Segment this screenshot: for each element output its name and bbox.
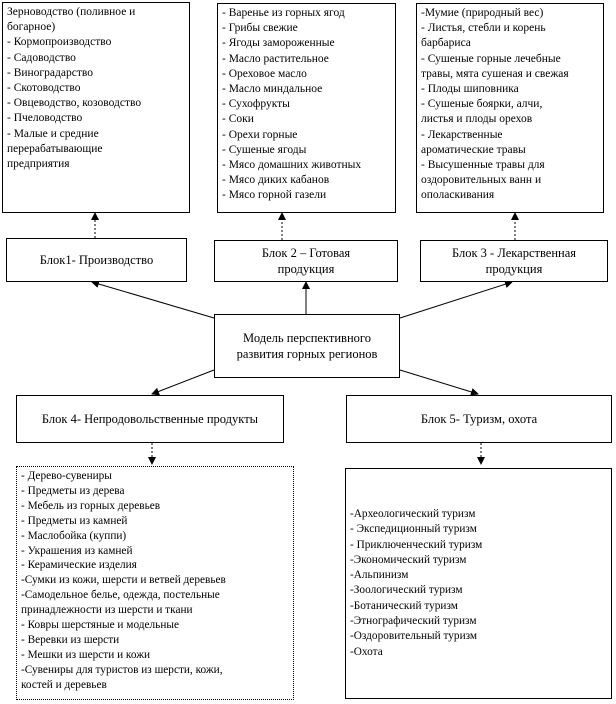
- list-item: - Ковры шерстяные и модельные: [21, 619, 179, 632]
- block1-list: Зерноводство (поливное и богарное) - Кор…: [2, 2, 190, 213]
- list-item: богарное): [7, 21, 56, 34]
- list-item: -Археологический туризм: [350, 508, 476, 520]
- arrow-center-to-block1: [91, 280, 215, 319]
- list-item: - Мясо домашних животных: [222, 159, 362, 172]
- list-item: травы, мята сушеная и свежая: [421, 67, 569, 80]
- list-item: - Скотоводство: [7, 82, 81, 95]
- block1-title: Блок1- Производство: [39, 253, 154, 267]
- list-item: - Садоводство: [7, 51, 76, 64]
- block5-header: Блок 5- Туризм, охота: [346, 395, 612, 443]
- list-item: - Предметы из дерева: [21, 484, 125, 497]
- list-item: - Сушеные боярки, алчи,: [421, 98, 543, 111]
- list-item: - Ягоды замороженные: [222, 37, 335, 50]
- list-item: - Дерево-сувениры: [21, 470, 112, 482]
- list-item: - Приключенческий туризм: [350, 538, 483, 551]
- list-item: - Мешки из шерсти и кожи: [21, 648, 151, 661]
- list-item: - Мясо горной газели: [222, 189, 327, 202]
- list-item: -Альпинизм: [350, 569, 409, 582]
- list-item: - Мебель из горных деревьев: [21, 499, 161, 512]
- list-item: - Экспедиционный туризм: [350, 523, 477, 536]
- list-item: - Сухофрукты: [222, 98, 290, 111]
- list-item: - Сушеные горные лечебные: [421, 52, 561, 65]
- list-item: - Малые и средние: [7, 127, 99, 140]
- list-item: перерабатывающие: [7, 142, 103, 155]
- list-item: - Ореховое масло: [222, 67, 307, 80]
- list-item: барбариса: [421, 37, 471, 50]
- list-item: - Сушеные ягоды: [222, 143, 307, 156]
- list-item: - Высушенные травы для: [421, 159, 545, 172]
- list-item: листья и плоды орехов: [421, 113, 533, 126]
- list-item: -Ботанический туризм: [350, 599, 458, 612]
- list-item: -Этнографический туризм: [350, 615, 477, 628]
- list-item: - Листья, стебли и корень: [421, 22, 546, 35]
- list-item: -Зоологический туризм: [350, 584, 463, 597]
- block1-header: Блок1- Производство: [6, 238, 187, 282]
- block2-title: Блок 2 – Готовая продукция: [261, 246, 351, 276]
- list-item: - Грибы свежие: [222, 22, 298, 35]
- list-item: ароматические травы: [421, 143, 526, 156]
- list-item: - Предметы из камней: [21, 514, 128, 527]
- block5-title: Блок 5- Туризм, охота: [420, 412, 538, 426]
- list-item: - Варенье из горных ягод: [222, 7, 345, 19]
- list-item: - Веревки из шерсти: [21, 633, 120, 646]
- list-item: - Мясо диких кабанов: [222, 174, 330, 187]
- list-item: - Керамические изделия: [21, 559, 137, 572]
- list-item: - Соки: [222, 113, 254, 126]
- list-item: оздоровительных ванн и: [421, 174, 542, 187]
- list-item: - Масло растительное: [222, 52, 329, 65]
- block3-title: Блок 3 - Лекарственная продукция: [451, 246, 577, 276]
- block5-list: -Археологический туризм - Экспедиционный…: [345, 468, 612, 699]
- list-item: -Мумие (природный вес): [421, 7, 544, 19]
- list-item: -Сумки из кожи, шерсти и ветвей деревьев: [21, 574, 226, 587]
- list-item: предприятия: [7, 158, 70, 171]
- block4-list: - Дерево-сувениры - Предметы из дерева -…: [16, 466, 294, 700]
- list-item: - Плоды шиповника: [421, 83, 519, 96]
- block2-list: - Варенье из горных ягод - Грибы свежие …: [217, 3, 396, 213]
- list-item: -Самодельное белье, одежда, постельные: [21, 589, 220, 602]
- list-item: костей и деревьев: [21, 678, 107, 691]
- arrow-center-to-block3: [399, 280, 513, 319]
- list-item: -Оздоровительный туризм: [350, 630, 478, 643]
- list-item: - Кормопроизводство: [7, 36, 112, 49]
- block4-title: Блок 4- Непродовольственные продукты: [41, 412, 259, 426]
- list-item: ополаскивания: [421, 189, 495, 202]
- block3-list: -Мумие (природный вес) - Листья, стебли …: [416, 3, 604, 213]
- list-item: - Виноградарство: [7, 66, 93, 79]
- center-title: Модель перспективного развития горных ре…: [236, 331, 378, 361]
- block2-header: Блок 2 – Готовая продукция: [214, 240, 398, 282]
- list-item: - Пчеловодство: [7, 112, 83, 125]
- list-item: - Орехи горные: [222, 128, 298, 141]
- list-item: - Масло миндальное: [222, 83, 323, 96]
- list-item: - Маслобойка (куппи): [21, 529, 127, 542]
- list-item: - Украшения из камней: [21, 544, 133, 557]
- list-item: -Сувениры для туристов из шерсти, кожи,: [21, 663, 223, 676]
- list-item: -Экономический туризм: [350, 553, 467, 566]
- block4-header: Блок 4- Непродовольственные продукты: [16, 395, 284, 443]
- list-item: - Лекарственные: [421, 128, 503, 141]
- list-item: -Охота: [350, 645, 383, 658]
- list-item: - Овцеводство, козоводство: [7, 97, 142, 110]
- center-model: Модель перспективного развития горных ре…: [214, 314, 400, 378]
- arrow-center-to-block4: [151, 369, 215, 396]
- list-item: принадлежности из шерсти и ткани: [21, 604, 193, 617]
- block3-header: Блок 3 - Лекарственная продукция: [420, 240, 608, 282]
- list-item: Зерноводство (поливное и: [7, 6, 136, 18]
- arrow-center-to-block5: [399, 369, 479, 396]
